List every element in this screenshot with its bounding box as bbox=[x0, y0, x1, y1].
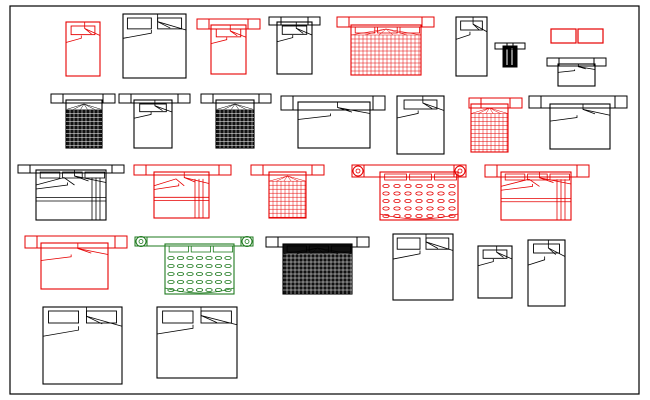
double-bed-large bbox=[42, 306, 123, 385]
bed-black-hatched bbox=[50, 93, 116, 149]
single-bed-red-small bbox=[65, 21, 101, 77]
bed-low-headboard bbox=[546, 57, 607, 87]
bed-blocks bbox=[17, 13, 628, 385]
bed-headboard-plain-2 bbox=[528, 95, 628, 150]
bed-striped-black bbox=[17, 164, 125, 221]
bed-black-hatched-2 bbox=[200, 93, 272, 149]
bed-headboard-plain bbox=[118, 93, 191, 149]
double-bed-fold bbox=[396, 95, 445, 155]
bed-red-wide-2 bbox=[24, 235, 128, 290]
drawing-border bbox=[9, 5, 640, 395]
bed-black-solid bbox=[265, 236, 370, 295]
single-bed-plain-3 bbox=[527, 239, 566, 307]
single-bed-tall bbox=[455, 16, 488, 77]
bed-red-headboard bbox=[196, 18, 261, 75]
bed-red-patterned-lamps bbox=[351, 164, 467, 221]
single-bed-plain bbox=[268, 16, 321, 75]
pillow-pair-red bbox=[550, 28, 604, 44]
bed-red-grid bbox=[250, 164, 325, 219]
double-bed-plain bbox=[122, 13, 187, 79]
bed-green-patterned-lamps bbox=[134, 236, 254, 295]
bed-wide-headboard bbox=[280, 95, 386, 149]
bed-red-striped bbox=[484, 164, 590, 221]
bed-red-hatched-narrow bbox=[468, 97, 523, 153]
bedside-table bbox=[494, 42, 526, 68]
bed-red-hatched-wide bbox=[336, 16, 435, 76]
single-bed-plain-2 bbox=[477, 245, 513, 299]
double-bed-large-2 bbox=[156, 306, 238, 379]
double-bed-plain-2 bbox=[392, 233, 454, 301]
bed-red-wide bbox=[133, 164, 232, 219]
